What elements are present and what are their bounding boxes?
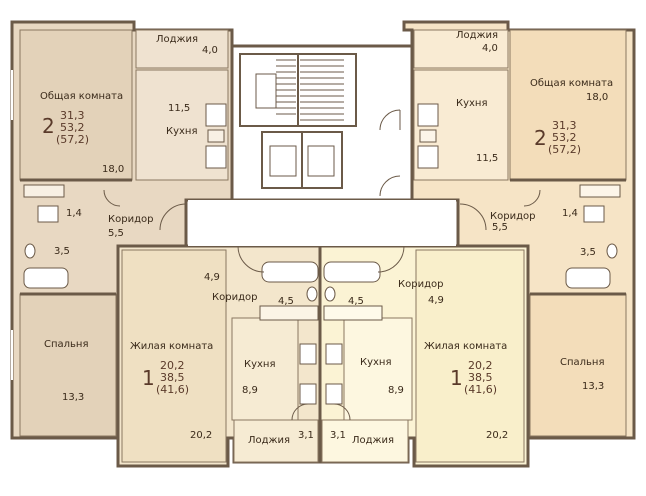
area-total: 31,3 <box>552 119 577 132</box>
area-living: 53,2 <box>552 131 577 144</box>
area-label: 13,3 <box>62 392 85 403</box>
area-label: 13,3 <box>582 381 605 392</box>
area-with-loggia: (41,6) <box>464 383 498 396</box>
area-label: 8,9 <box>388 385 404 396</box>
rooms-count: 1 <box>142 366 155 390</box>
area-with-loggia: (57,2) <box>56 133 90 146</box>
area-label: 1,4 <box>562 208 578 219</box>
area-label: 4,0 <box>202 45 218 56</box>
room-label-loggia: Лоджия <box>456 30 499 41</box>
area-total: 31,3 <box>60 109 85 122</box>
area-label: 5,5 <box>492 222 508 233</box>
room-label-loggia: Лоджия <box>156 34 199 45</box>
area-with-loggia: (41,6) <box>156 383 190 396</box>
rooms-count: 2 <box>534 126 547 150</box>
room-label-kitchen: Кухня <box>456 98 488 109</box>
area-label: 4,5 <box>278 296 294 307</box>
rooms-count: 2 <box>42 114 55 138</box>
area-label: 4,9 <box>204 272 220 283</box>
area-total: 20,2 <box>468 359 493 372</box>
area-label: 3,5 <box>580 247 596 258</box>
area-label: 4,0 <box>482 43 498 54</box>
room-label-corridor: Коридор <box>212 292 258 303</box>
apartment-bottom-left <box>116 244 322 468</box>
apartment-top-right <box>402 20 636 440</box>
area-label: 20,2 <box>190 430 213 441</box>
room-label-living: Общая комната <box>530 78 614 89</box>
area-living: 38,5 <box>468 371 493 384</box>
apartment-bottom-right <box>318 244 530 468</box>
rooms-count: 1 <box>450 366 463 390</box>
room-label-kitchen: Кухня <box>244 359 276 370</box>
room-label-corridor: Коридор <box>490 211 536 222</box>
area-label: 3,1 <box>298 430 314 441</box>
area-label: 18,0 <box>586 92 609 103</box>
room-label-corridor: Коридор <box>398 279 444 290</box>
room-label-loggia: Лоджия <box>352 435 395 446</box>
room-label-loggia: Лоджия <box>248 435 291 446</box>
stair-elevator-core <box>188 44 456 246</box>
room-label-kitchen: Кухня <box>360 357 392 368</box>
area-label: 4,5 <box>348 296 364 307</box>
area-label: 3,5 <box>54 246 70 257</box>
area-label: 4,9 <box>428 295 444 306</box>
area-label: 11,5 <box>476 153 499 164</box>
apartment-top-left <box>10 20 234 440</box>
area-living: 53,2 <box>60 121 85 134</box>
room-label-bedroom: Спальня <box>560 357 605 368</box>
area-with-loggia: (57,2) <box>548 143 582 156</box>
area-label: 8,9 <box>242 385 258 396</box>
room-label-kitchen: Кухня <box>166 126 198 137</box>
room-label-living: Жилая комната <box>130 341 214 352</box>
area-total: 20,2 <box>160 359 185 372</box>
area-living: 38,5 <box>160 371 185 384</box>
area-label: 18,0 <box>102 164 125 175</box>
area-label: 1,4 <box>66 208 82 219</box>
room-label-living: Жилая комната <box>424 341 508 352</box>
area-label: 5,5 <box>108 228 124 239</box>
area-label: 11,5 <box>168 103 191 114</box>
room-label-living: Общая комната <box>40 91 124 102</box>
area-label: 3,1 <box>330 430 346 441</box>
area-label: 20,2 <box>486 430 509 441</box>
room-label-corridor: Коридор <box>108 214 154 225</box>
room-label-bedroom: Спальня <box>44 339 89 350</box>
